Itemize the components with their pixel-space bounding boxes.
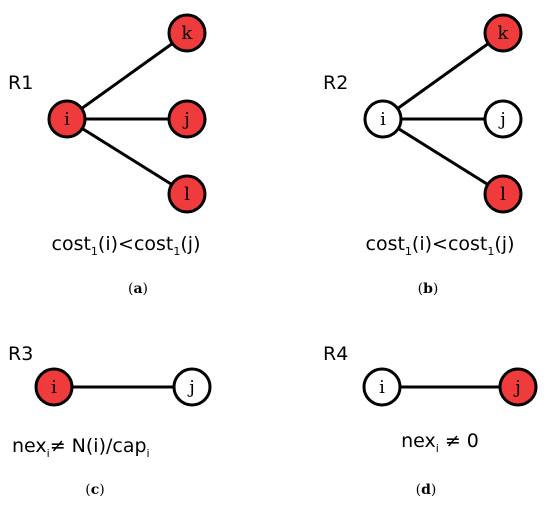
panel-d: R4 i j nexi ≠ 0 (d) <box>323 343 538 498</box>
condition-text: cost1(i)<cost1(j) <box>366 233 515 258</box>
rule-label: R4 <box>323 343 348 365</box>
caption: (c) <box>85 482 104 498</box>
node-label: l <box>184 184 190 205</box>
node-label: i <box>379 377 385 398</box>
node-i: i <box>363 99 403 139</box>
rule-label: R1 <box>8 72 33 94</box>
condition-text: cost1(i)<cost1(j) <box>52 233 201 258</box>
node-circle <box>362 367 402 407</box>
caption: (a) <box>128 281 148 297</box>
node-j: j <box>498 367 538 407</box>
node-circle <box>483 174 523 214</box>
edge <box>66 117 188 196</box>
condition-text: nexi≠ N(i)/capi <box>12 435 150 460</box>
node-i: i <box>34 367 74 407</box>
node-circle <box>172 367 212 407</box>
node-l: l <box>167 174 207 214</box>
rule-label: R2 <box>323 72 348 94</box>
condition-text: nexi ≠ 0 <box>401 430 479 455</box>
node-circle <box>483 99 523 139</box>
panel-a: R1 i k j l cost1(i)<cost1(j) (a) <box>8 13 207 297</box>
node-i: i <box>47 99 87 139</box>
node-circle <box>498 367 538 407</box>
node-circle <box>167 13 207 53</box>
panel-c: R3 i j nexi≠ N(i)/capi (c) <box>8 343 212 498</box>
node-circle <box>363 99 403 139</box>
node-label: i <box>64 109 70 130</box>
node-label: i <box>51 377 57 398</box>
node-circle <box>34 367 74 407</box>
edge <box>382 117 504 196</box>
node-label: j <box>513 377 521 398</box>
node-circle <box>167 174 207 214</box>
node-l: l <box>483 174 523 214</box>
edge <box>66 31 188 121</box>
node-label: k <box>498 23 510 44</box>
rule-label: R3 <box>8 343 33 365</box>
node-k: k <box>167 13 207 53</box>
node-circle <box>483 13 523 53</box>
node-label: k <box>182 23 194 44</box>
node-k: k <box>483 13 523 53</box>
node-label: j <box>498 109 506 130</box>
node-j: j <box>167 99 207 139</box>
caption: (b) <box>418 281 439 297</box>
panel-b: R2 i k j l cost1(i)<cost1(j) (b) <box>323 13 523 297</box>
node-j: j <box>483 99 523 139</box>
node-label: l <box>500 184 506 205</box>
node-label: j <box>187 377 195 398</box>
node-i: i <box>362 367 402 407</box>
node-label: j <box>182 109 190 130</box>
edge <box>382 31 504 121</box>
node-circle <box>167 99 207 139</box>
caption: (d) <box>416 482 437 498</box>
node-label: i <box>380 109 386 130</box>
node-circle <box>47 99 87 139</box>
node-j: j <box>172 367 212 407</box>
